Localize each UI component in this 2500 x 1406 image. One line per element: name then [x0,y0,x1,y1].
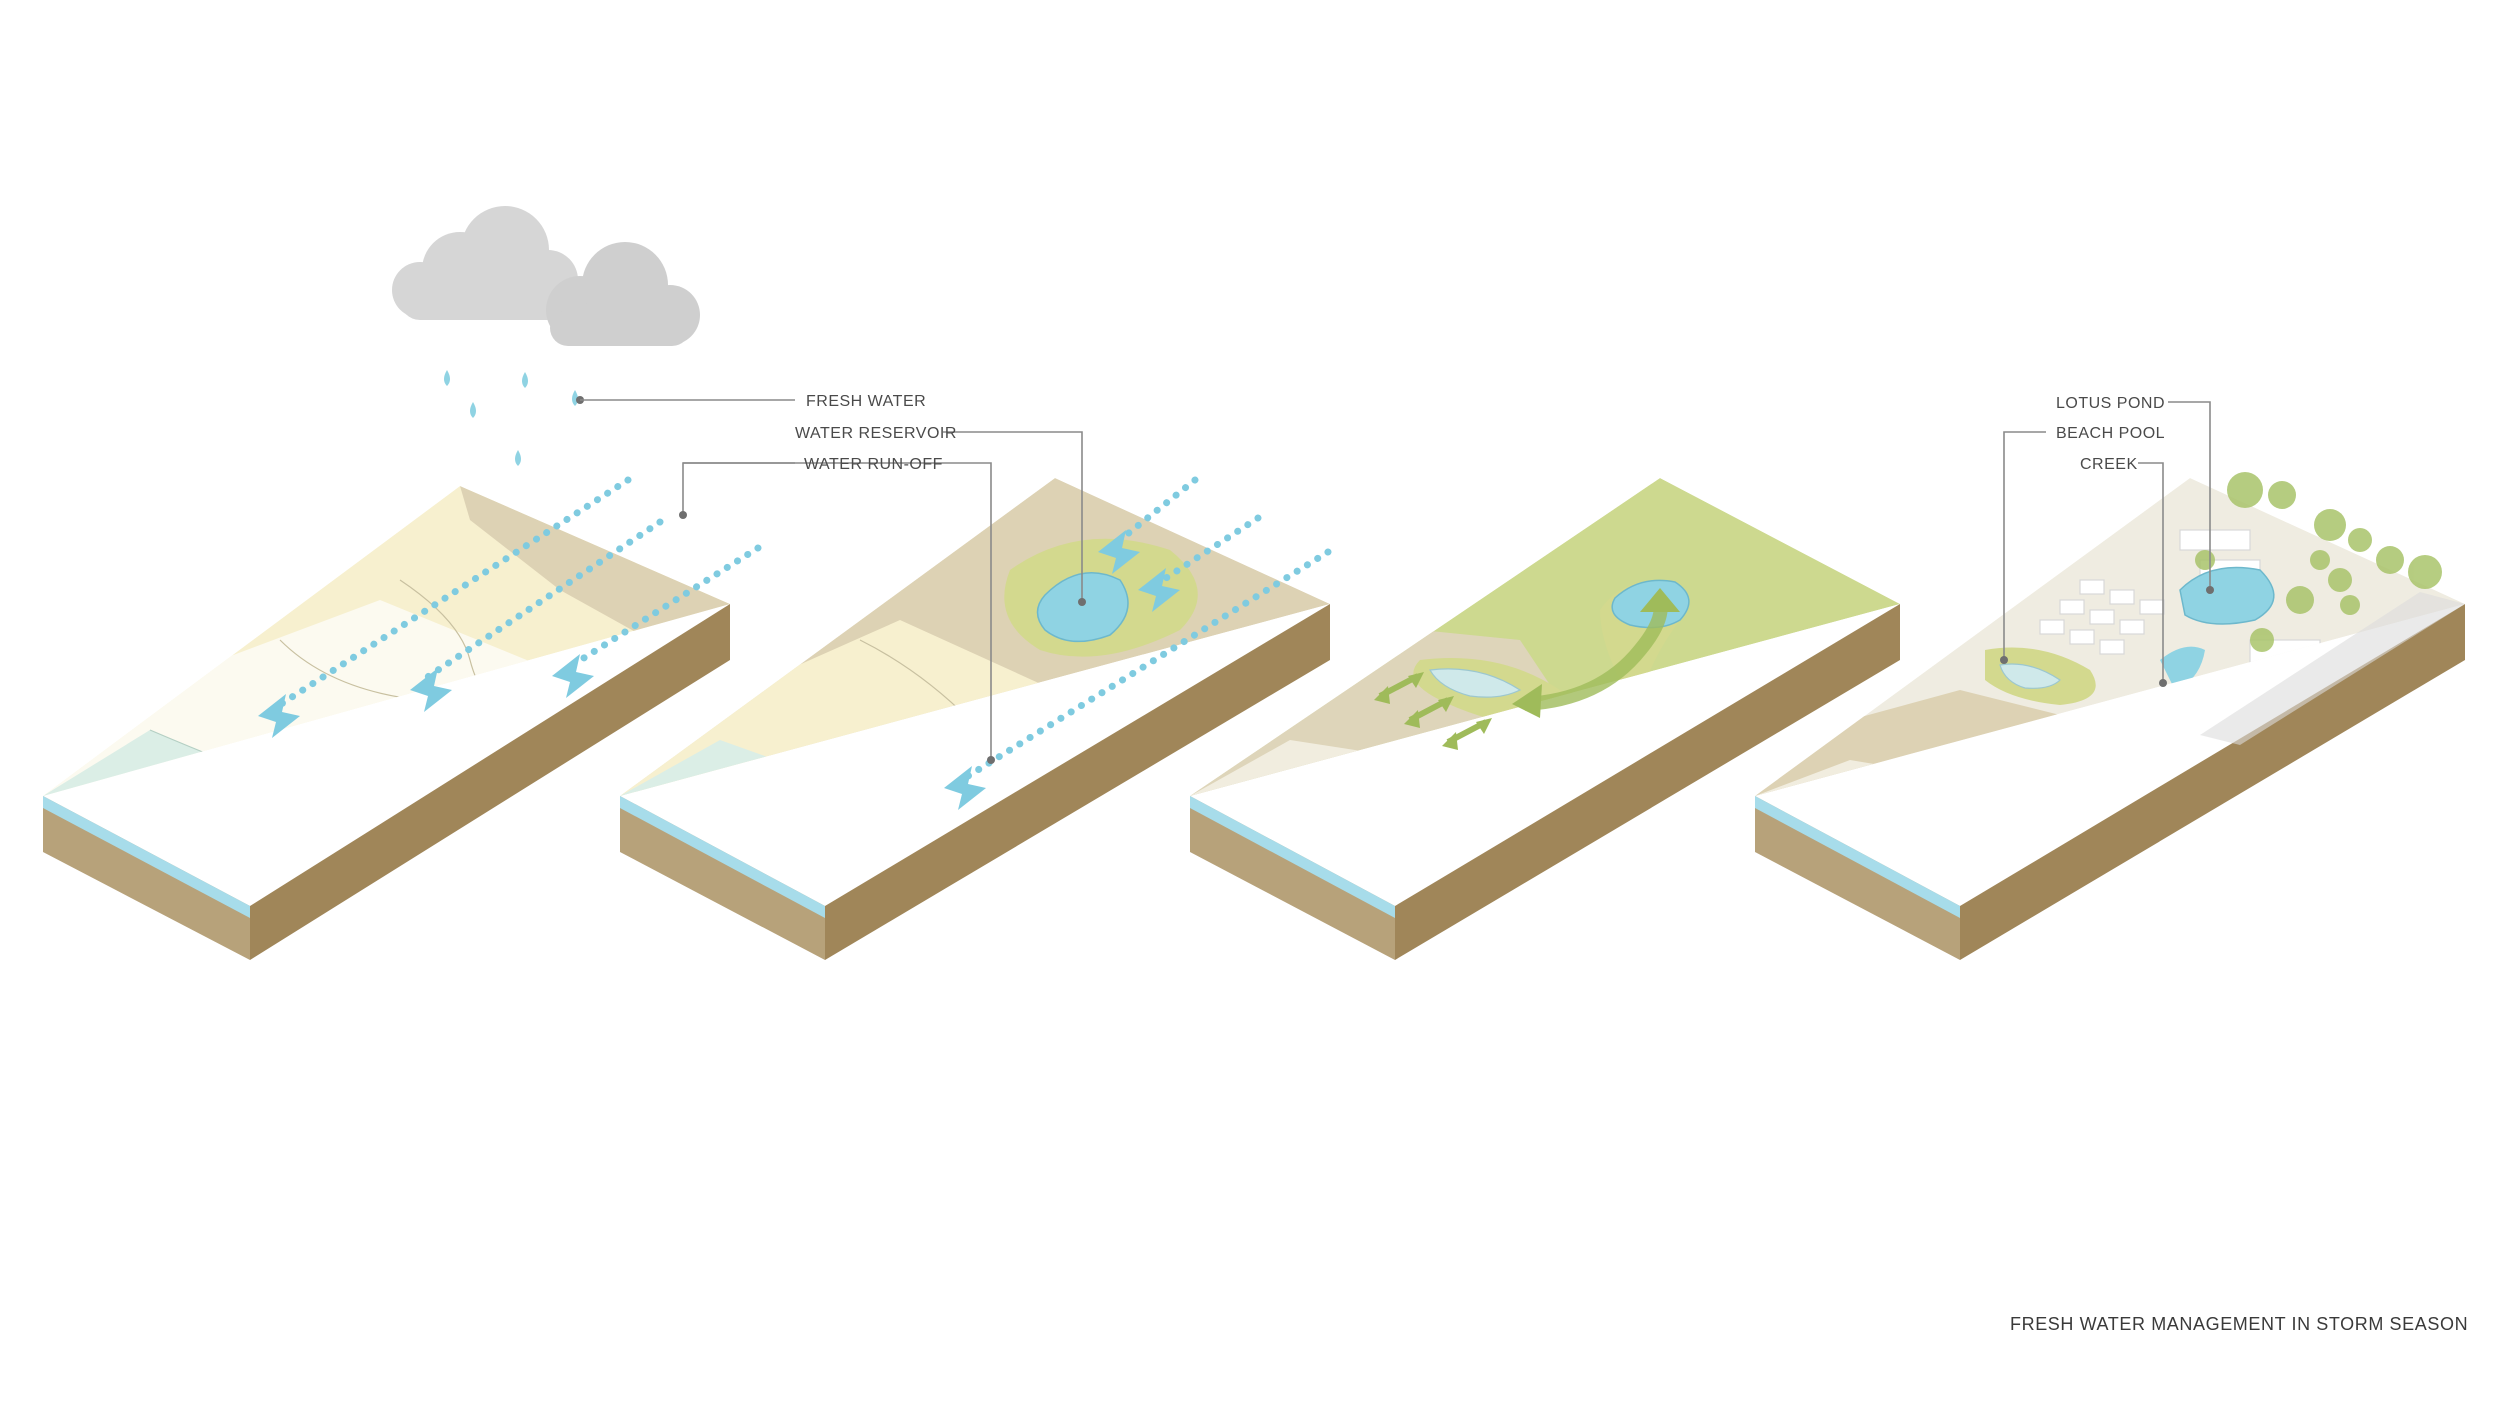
beach-pool [1999,663,2061,689]
diagram-caption: FRESH WATER MANAGEMENT IN STORM SEASON [2010,1314,2468,1334]
creek-4 [2160,646,2205,690]
panel-4-side [1960,604,2465,960]
callouts-right: LOTUS POND BEACH POOL CREEK [2000,395,2214,687]
panel-stage-4 [1755,472,2465,960]
panel-2-side [825,604,1330,960]
runoff-arrow-icon [1098,530,1140,574]
label-fresh-water: FRESH WATER [806,393,926,410]
creek [1429,668,1522,698]
label-creek: CREEK [2080,456,2138,473]
runoff-arrow-icon [944,766,986,810]
callouts-left: FRESH WATER WATER RESERVOIR WATER RUN-OF… [576,393,1086,764]
panel-stage-3 [1190,478,1900,960]
panel-2-front [620,796,825,960]
label-water-reservoir: WATER RESERVOIR [795,425,957,442]
runoff-arrow-icon [552,654,594,698]
panel-stage-1 [43,476,762,960]
panel-stage-2 [620,476,1332,960]
label-water-run-off: WATER RUN-OFF [804,456,943,473]
flow-arrow-icon [1512,684,1542,718]
label-beach-pool: BEACH POOL [2056,425,2165,442]
runoff-arrow-icon [410,668,452,712]
label-lotus-pond: LOTUS POND [2056,395,2165,412]
cloud-icon [392,206,700,346]
panel-1-side [250,604,730,960]
panel-1-front [43,796,250,960]
runoff-arrow-icon [1138,568,1180,612]
reservoir-pond [1036,572,1129,643]
rain-drops [444,370,578,466]
panel-3-side [1395,604,1900,960]
panel-3-front [1190,796,1395,960]
runoff-arrow-icon [258,694,300,738]
panel-4-front [1755,796,1960,960]
flow-arrow-icon [1640,588,1680,612]
lotus-pond [2179,566,2275,625]
